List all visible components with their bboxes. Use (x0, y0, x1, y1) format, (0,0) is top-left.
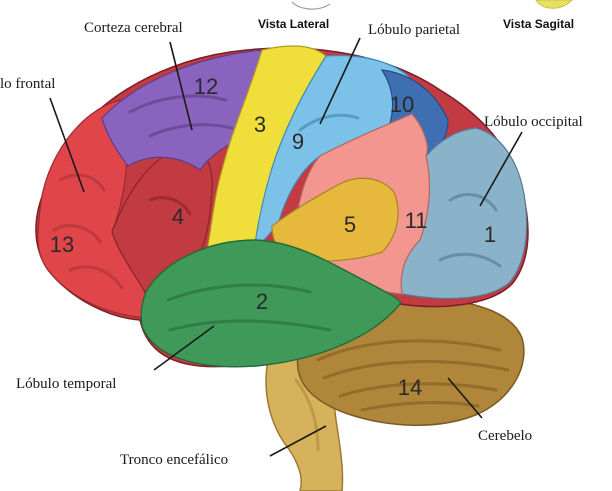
sagittal-view-heading: Vista Sagital (503, 17, 574, 31)
label-parietal: Lóbulo parietal (368, 22, 460, 38)
region-number-5: 5 (344, 212, 356, 237)
lateral-view-thumbnail-icon (292, 2, 330, 9)
region-number-10: 10 (390, 92, 414, 117)
region-number-13: 13 (50, 232, 74, 257)
label-temporal: Lóbulo temporal (16, 376, 116, 392)
sagittal-view-thumbnail-icon (536, 0, 572, 8)
label-cortex: Corteza cerebral (84, 20, 183, 36)
region-number-3: 3 (254, 112, 266, 137)
region-number-14: 14 (398, 375, 422, 400)
region-number-2: 2 (256, 289, 268, 314)
region-number-1: 1 (484, 222, 496, 247)
label-cerebellum: Cerebelo (478, 428, 532, 444)
label-brainstem: Tronco encefálico (120, 452, 228, 468)
region-number-4: 4 (172, 204, 184, 229)
region-number-9: 9 (292, 129, 304, 154)
lateral-view-heading: Vista Lateral (258, 17, 329, 31)
region-number-11: 11 (405, 208, 428, 233)
region-number-12: 12 (194, 74, 218, 99)
label-frontal: lo frontal (0, 76, 55, 92)
label-occipital: Lóbulo occipital (484, 114, 583, 130)
